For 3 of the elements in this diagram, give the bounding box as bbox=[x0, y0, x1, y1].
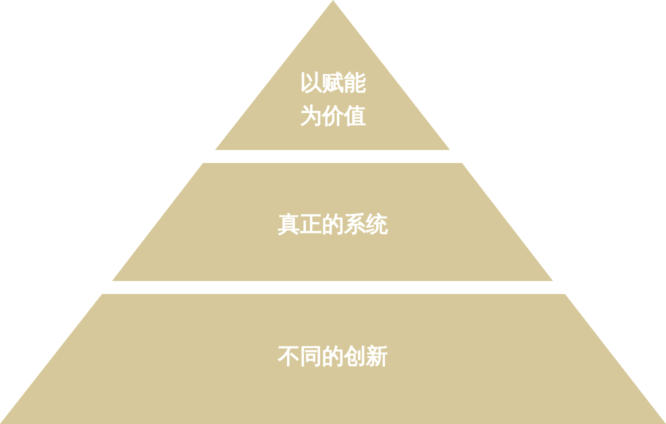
tier-label: 以赋能为价值 bbox=[299, 70, 367, 131]
tier-label: 不同的创新 bbox=[278, 344, 388, 372]
tier-label: 真正的系统 bbox=[278, 212, 388, 240]
